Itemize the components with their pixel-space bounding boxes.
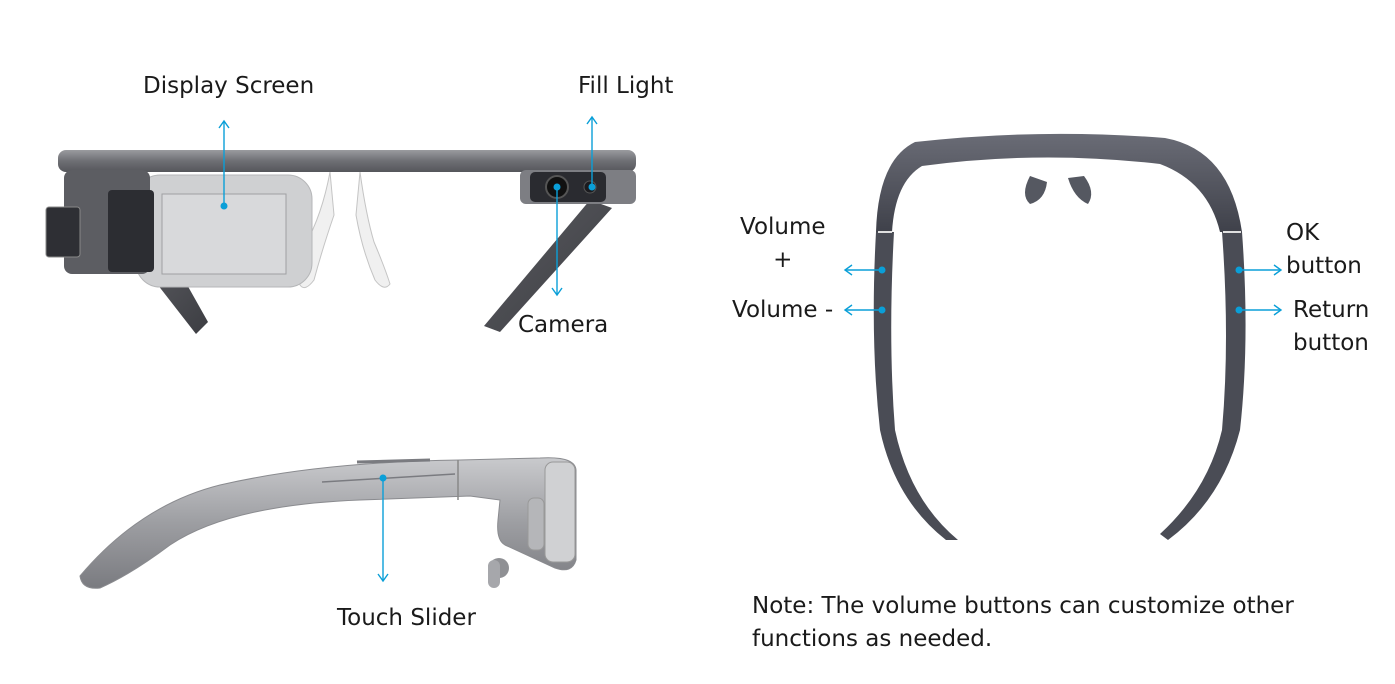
volume-plus-label: Volume + [740,214,826,273]
callout-dots [220,183,1243,482]
side-view-glasses [79,457,577,589]
volume-minus-label: Volume - [732,297,834,323]
return-button-label: Return button [1293,297,1370,356]
callout-lines [218,115,1283,583]
display-screen-label: Display Screen [143,73,315,99]
ok-button-label: OK button [1286,220,1362,279]
top-view-glasses [873,133,1246,540]
fill-light-label: Fill Light [578,73,674,99]
touch-slider-label: Touch Slider [337,605,476,631]
camera-label: Camera [518,312,609,338]
front-view-glasses [45,150,636,334]
volume-note: Note: The volume buttons can customize o… [752,593,1294,652]
